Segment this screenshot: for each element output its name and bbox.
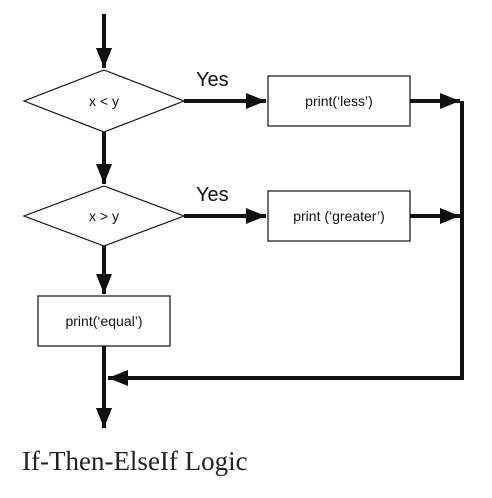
decision-greater-label: x > y [89,208,119,224]
print-equal-box [37,295,171,347]
print-greater-label: print (‘greater’) [293,208,385,224]
print-less-box [267,75,411,127]
print-less-label: print(‘less’) [305,93,373,109]
diagram-caption: If-Then-ElseIf Logic [22,446,248,476]
print-equal-label: print(‘equal’) [65,313,142,329]
yes-greater-label: Yes [196,184,229,206]
flowchart: x < y Yes print(‘less’) x > y Yes print … [22,14,464,428]
decision-less-label: x < y [89,93,119,109]
yes-less-label: Yes [196,69,229,91]
